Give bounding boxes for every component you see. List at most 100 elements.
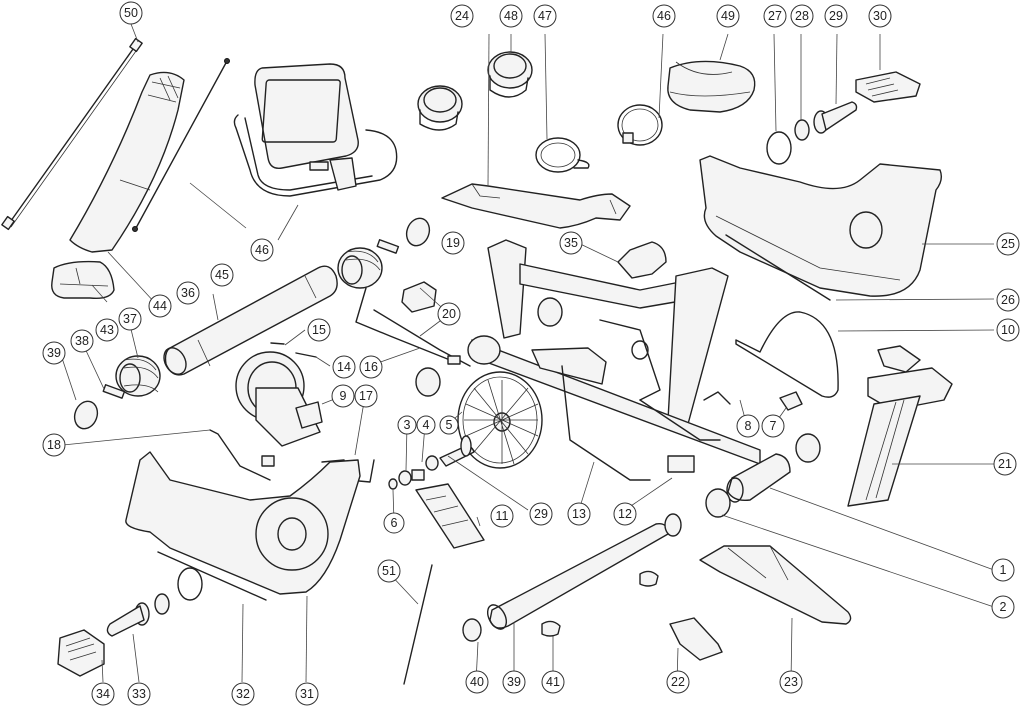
svg-text:22: 22 [671, 675, 685, 689]
wheel-cap-right-part [405, 217, 431, 247]
cable-connector-part [261, 455, 275, 467]
svg-text:45: 45 [215, 268, 229, 282]
crank-cap-left-part [154, 593, 170, 615]
callout-21: 21 [993, 452, 1017, 476]
svg-text:37: 37 [123, 312, 137, 326]
end-cap-part [462, 618, 482, 642]
svg-text:35: 35 [564, 236, 578, 250]
svg-text:26: 26 [1001, 293, 1015, 307]
callout-13: 13 [567, 502, 591, 526]
callout-1: 1 [991, 558, 1015, 582]
svg-text:15: 15 [312, 323, 326, 337]
bearing-part [398, 470, 412, 486]
end-cap-ring-frame-part [537, 297, 563, 327]
bushing-sleeve-part [417, 51, 533, 131]
svg-text:32: 32 [236, 687, 250, 701]
callout-29-top: 29 [824, 4, 848, 28]
svg-text:16: 16 [364, 360, 378, 374]
svg-text:7: 7 [770, 419, 777, 433]
callout-50: 49 [716, 4, 740, 28]
svg-text:40: 40 [470, 675, 484, 689]
svg-text:24: 24 [455, 9, 469, 23]
svg-text:2: 2 [1000, 600, 1007, 614]
svg-text:20: 20 [442, 307, 456, 321]
front-stabilizer-part [163, 265, 338, 376]
callout-38: 38 [70, 329, 94, 353]
callout-28: 28 [790, 4, 814, 28]
svg-text:3: 3 [404, 418, 411, 432]
callout-39: 39 [42, 341, 66, 365]
callout-44: 44 [148, 294, 172, 318]
callout-42: 41 [541, 670, 565, 694]
wire-harness-part [561, 365, 651, 481]
callout-34: 34 [91, 682, 115, 706]
end-cap-ring-upper-part [795, 433, 821, 463]
svg-text:46: 46 [657, 9, 671, 23]
svg-text:47: 47 [538, 9, 552, 23]
right-shroud-part [699, 155, 943, 297]
callout-35: 35 [559, 231, 583, 255]
handle-part [617, 241, 667, 279]
callout-19: 19 [441, 231, 465, 255]
svg-text:50: 50 [124, 6, 138, 20]
leveling-foot-part [541, 620, 561, 637]
drive-pulley-part [457, 371, 543, 469]
svg-text:51: 51 [382, 564, 396, 578]
svg-text:5: 5 [446, 418, 453, 432]
svg-text:9: 9 [340, 389, 347, 403]
svg-text:33: 33 [132, 687, 146, 701]
svg-text:31: 31 [300, 687, 314, 701]
crank-ring-left-part [177, 567, 203, 601]
crank-arm-right-part [813, 101, 858, 134]
cup-holder-part [51, 260, 115, 300]
bracket-part [779, 391, 803, 411]
callout-41: 40 [465, 670, 489, 694]
svg-text:11: 11 [496, 509, 509, 523]
wheel-cap-part [73, 400, 99, 430]
callout-14: 14 [332, 355, 356, 379]
callout-29: 29 [529, 502, 553, 526]
crank-ring-right-part [766, 131, 792, 165]
bearing-2-part [425, 455, 439, 471]
callout-47: 46 [652, 4, 676, 28]
callout-48: 47 [533, 4, 557, 28]
rear-cap-part [664, 513, 682, 537]
callout-20: 20 [437, 302, 461, 326]
console-cable-part [132, 58, 230, 232]
rear-stabilizer-part [486, 523, 669, 630]
main-frame-part [467, 239, 761, 465]
mount-bracket-part [401, 281, 437, 313]
callout-27: 27 [763, 4, 787, 28]
crank-axle-flange-part [460, 435, 472, 457]
extension-cable-part [1, 37, 143, 231]
callout-9: 9 [331, 384, 355, 408]
svg-text:39: 39 [507, 675, 521, 689]
svg-text:21: 21 [998, 457, 1012, 471]
power-module-part [667, 455, 695, 473]
callout-24: 24 [450, 4, 474, 28]
callout-26: 26 [996, 288, 1020, 312]
svg-text:13: 13 [572, 507, 586, 521]
svg-text:34: 34 [96, 687, 110, 701]
end-cap-ring-part [705, 488, 731, 518]
callout-3: 3 [397, 415, 417, 435]
transport-wheel-part [115, 355, 161, 397]
console-part [233, 63, 398, 197]
callout-16: 16 [359, 355, 383, 379]
callout-2: 2 [991, 595, 1015, 619]
callout-18: 18 [42, 433, 66, 457]
callout-33: 33 [127, 682, 151, 706]
transport-wheel-right-part [337, 247, 383, 289]
svg-text:1: 1 [1000, 563, 1007, 577]
pedal-left-part [57, 629, 105, 677]
retaining-clip-part [388, 478, 398, 490]
callout-36: 36 [176, 281, 200, 305]
right-trim-strip-part [725, 234, 831, 301]
callout-45: 45 [210, 263, 234, 287]
callout-10: 10 [996, 318, 1020, 342]
callout-52: 51 [377, 559, 401, 583]
end-cap-ring-mid-part [415, 367, 441, 397]
eddy-current-brake-part [235, 351, 323, 447]
collar-ring-part [617, 104, 663, 146]
cable-part [209, 429, 271, 481]
